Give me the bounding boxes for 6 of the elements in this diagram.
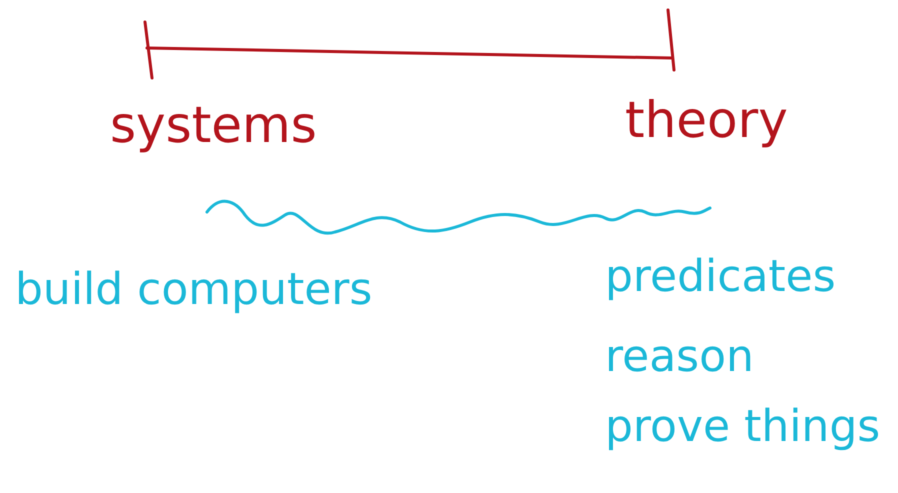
note-text: reason: [605, 335, 754, 379]
note-text: predicates: [605, 255, 836, 299]
scale-end-label: systems: [110, 100, 317, 150]
scale-end-label: theory: [625, 95, 788, 145]
note-text: prove things: [605, 405, 880, 449]
note-text: build computers: [15, 268, 372, 312]
